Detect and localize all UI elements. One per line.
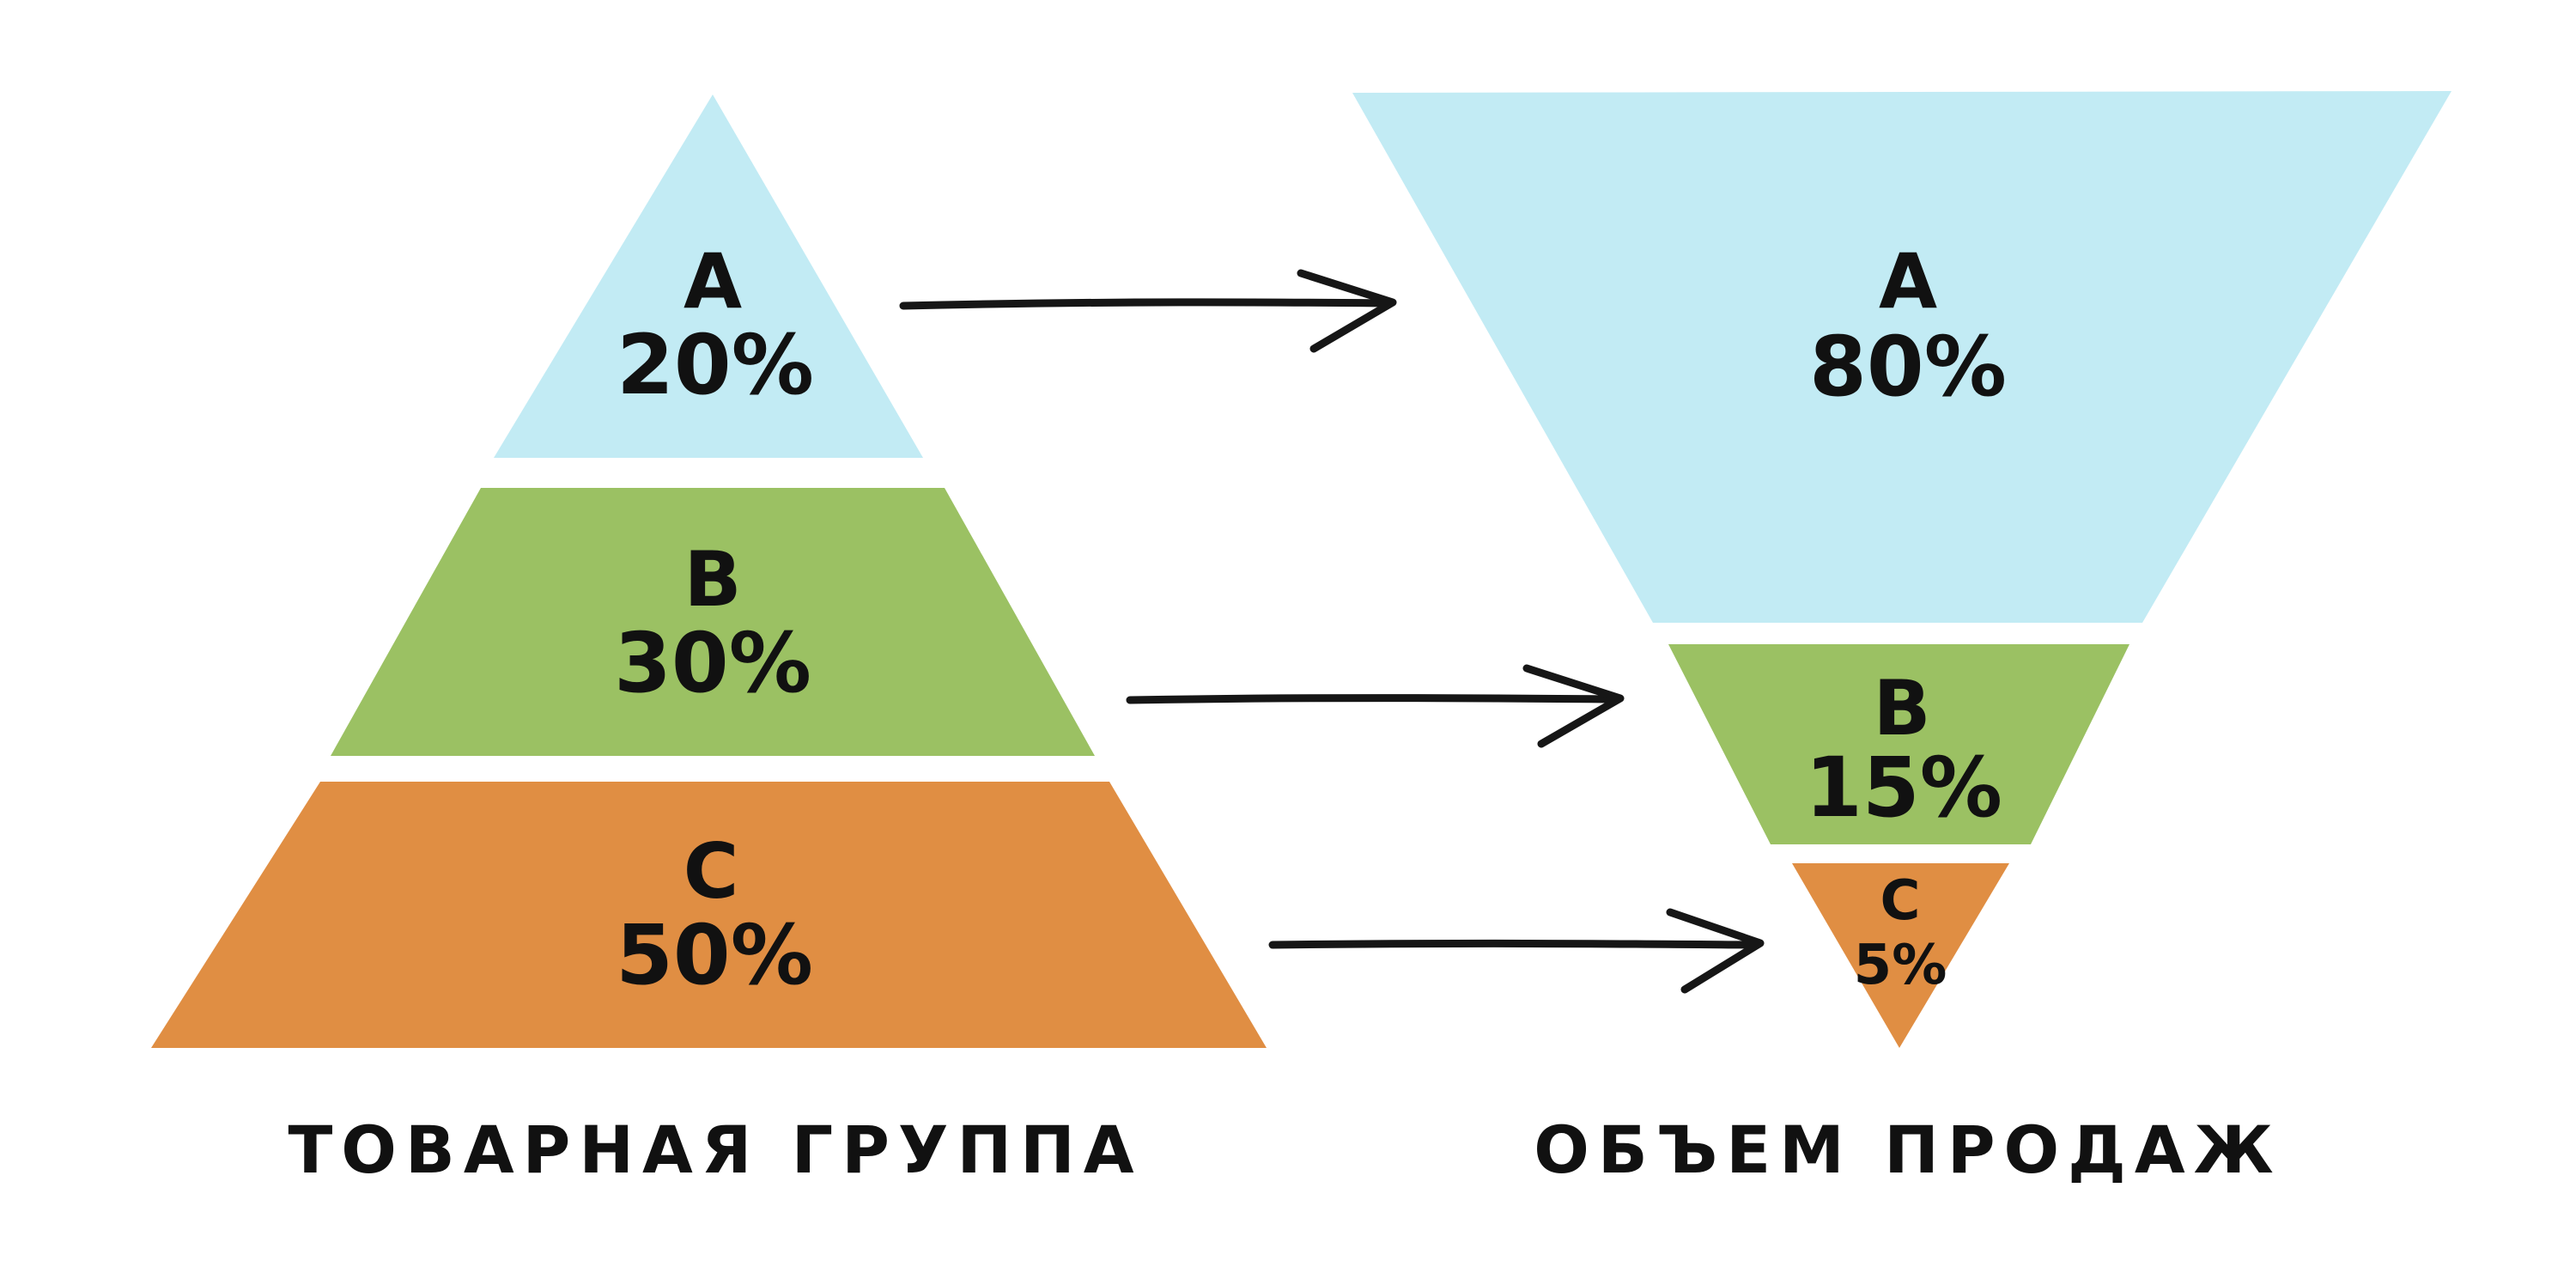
product-group-c-percent: 50% bbox=[616, 907, 813, 1003]
sales-volume-segment-b bbox=[1668, 644, 2129, 844]
sales-volume-a-percent: 80% bbox=[1809, 319, 2007, 415]
product-group-a-letter: A bbox=[683, 237, 742, 326]
product-group-c-letter: C bbox=[683, 827, 739, 916]
product-group-caption: ТОВАРНАЯ ГРУППА bbox=[288, 1112, 1142, 1188]
product-group-pyramid: A 20% B 30% C 50% bbox=[151, 94, 1267, 1048]
product-group-segment-c bbox=[151, 782, 1267, 1048]
sales-volume-b-percent: 15% bbox=[1805, 740, 2002, 836]
sales-volume-b-letter: B bbox=[1873, 664, 1930, 752]
sales-volume-segment-c bbox=[1792, 863, 2009, 1048]
product-group-segment-b bbox=[331, 488, 1095, 756]
sales-volume-caption: ОБЪЕМ ПРОДАЖ bbox=[1534, 1112, 2281, 1188]
sales-volume-c-percent: 5% bbox=[1854, 934, 1947, 997]
sales-volume-pyramid: A 80% B 15% C 5% bbox=[1352, 91, 2451, 1048]
sales-volume-a-letter: A bbox=[1879, 237, 1937, 326]
arrow-c bbox=[1268, 908, 1765, 994]
product-group-b-percent: 30% bbox=[614, 615, 811, 711]
sales-volume-c-letter: C bbox=[1880, 869, 1921, 933]
product-group-a-percent: 20% bbox=[617, 317, 814, 413]
product-group-b-letter: B bbox=[683, 535, 741, 624]
product-group-segment-a bbox=[494, 94, 923, 458]
sales-volume-segment-a bbox=[1352, 91, 2451, 623]
arrow-a bbox=[899, 269, 1397, 353]
arrow-b bbox=[1126, 664, 1625, 748]
